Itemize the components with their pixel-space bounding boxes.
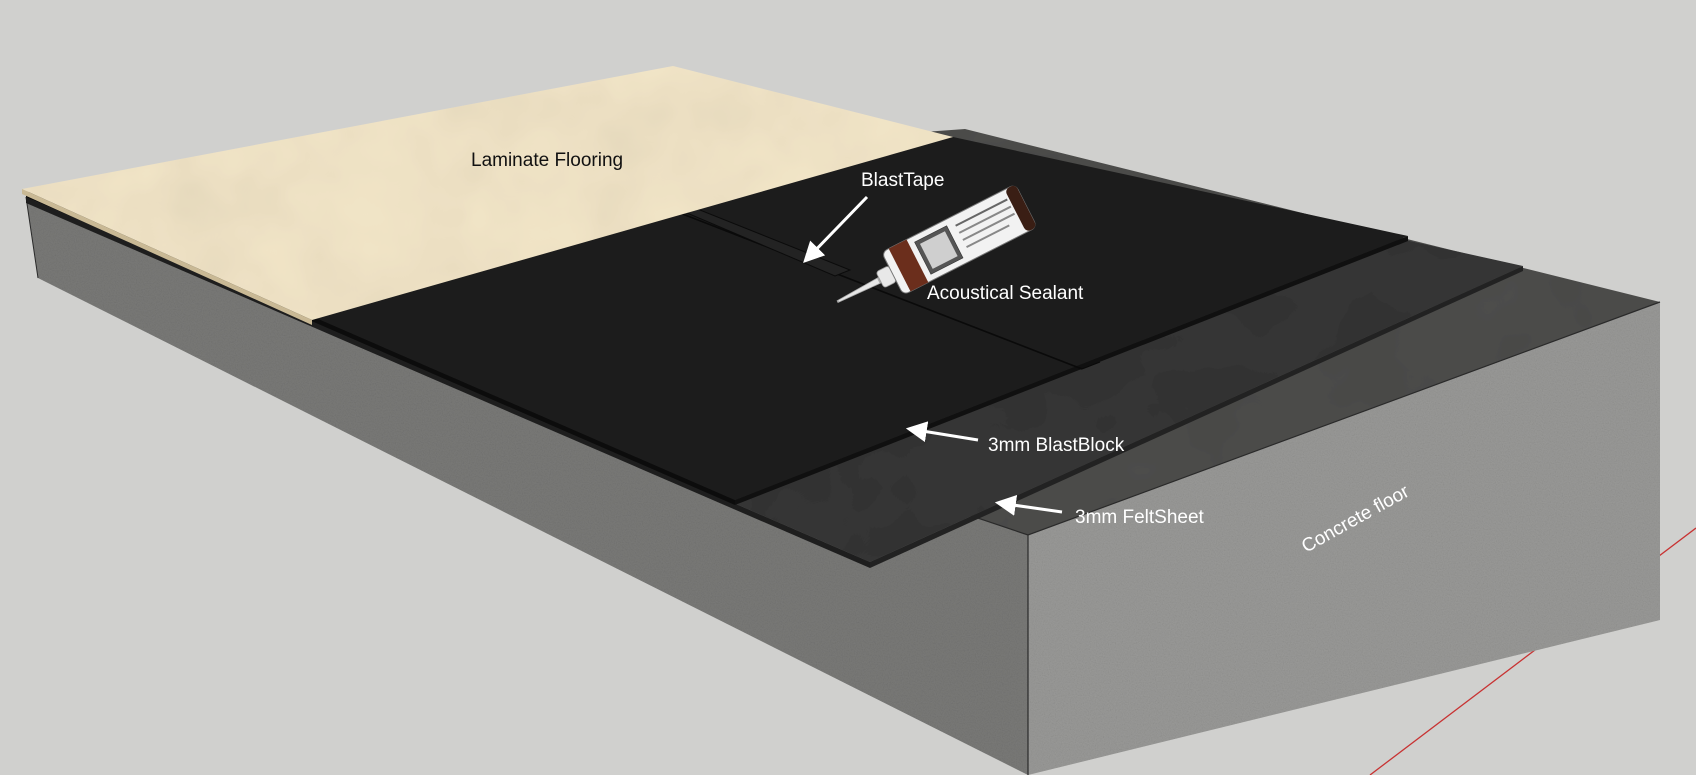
feltsheet-arrow	[994, 494, 1063, 516]
blasttape-arrow	[803, 195, 869, 264]
laminate-edge	[22, 189, 312, 325]
felt-sheet-front-edge	[870, 266, 1523, 568]
blasttape-label: BlastTape	[861, 170, 944, 191]
laminate-flooring-label: Laminate Flooring	[471, 150, 623, 171]
acoustical-sealant-label: Acoustical Sealant	[927, 283, 1084, 304]
sealant-tube-icon	[836, 185, 1036, 304]
laminate-flooring-layer	[22, 66, 953, 320]
blastblock-front-edge	[735, 236, 1408, 505]
concrete-left-bottom-edge	[25, 196, 39, 279]
blastblock-label: 3mm BlastBlock	[988, 435, 1125, 456]
concrete-front-face	[1028, 302, 1660, 775]
concrete-left-face	[26, 197, 1028, 775]
blastblock-arrow	[905, 421, 979, 443]
blastblock-seam-2	[1081, 361, 1101, 370]
feltsheet-label: 3mm FeltSheet	[1075, 507, 1205, 528]
